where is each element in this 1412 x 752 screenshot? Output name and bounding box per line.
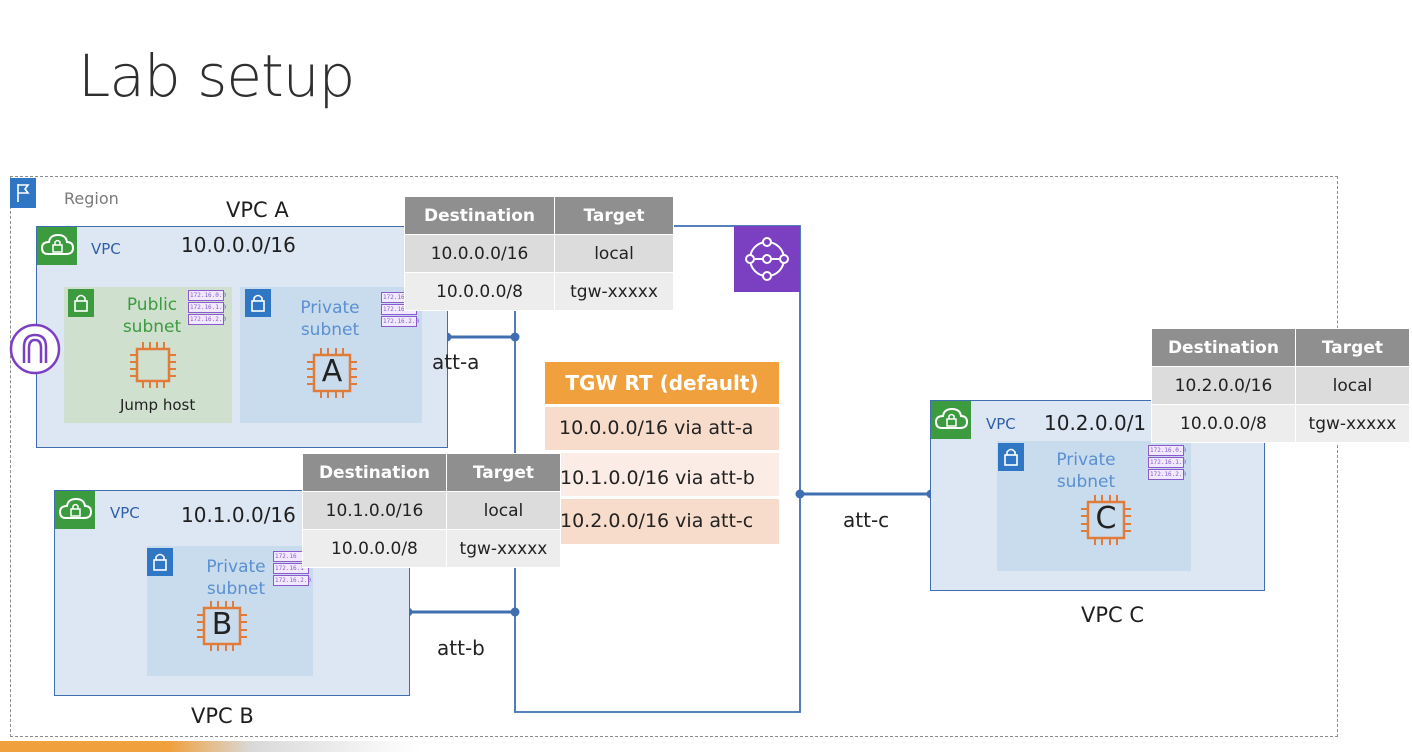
vpc-c-cidr: 10.2.0.0/1 <box>1044 411 1147 435</box>
region-flag-icon <box>10 178 36 208</box>
attachment-c-label: att-c <box>843 508 890 532</box>
rt-cell: 10.0.0.0/8 <box>302 529 447 568</box>
tgw-route-row: 10.1.0.0/16 via att-b <box>545 453 779 496</box>
lock-icon <box>998 443 1024 471</box>
ip-entry: 172.16.0.0 <box>1148 445 1187 456</box>
subnet-label-line1: Private <box>300 298 360 318</box>
ec2-instance-icon <box>1079 493 1133 551</box>
tgw-route-row: 10.0.0.0/16 via att-a <box>545 407 779 450</box>
subnet-label-line1: Private <box>1056 450 1116 470</box>
ip-entry: 172.16.2.0 <box>273 575 312 586</box>
vpc-cloud-icon <box>55 491 95 529</box>
region-label: Region <box>64 189 119 208</box>
instance-letter: B <box>211 607 233 642</box>
ip-address-list: 172.16.0.0 172.16.1.0 172.16.2.0 <box>381 292 420 328</box>
instance-letter: C <box>1095 501 1117 536</box>
tgw-route-row: 10.2.0.0/16 via att-c <box>545 499 779 544</box>
rt-cell: tgw-xxxxx <box>1294 404 1411 443</box>
subnet-label-line1: Public <box>126 295 178 315</box>
lock-icon <box>68 289 94 317</box>
vpc-a-cidr: 10.0.0.0/16 <box>181 233 296 257</box>
ip-entry: 172.16.2.0 <box>381 316 420 327</box>
vpc-cloud-icon <box>37 227 77 265</box>
slide-footer-bar <box>0 741 420 752</box>
ip-entry: 172.16.1.0 <box>188 302 227 313</box>
route-table-vpc-b: Destination Target 10.1.0.0/16 local 10.… <box>302 453 562 568</box>
rt-header-target: Target <box>1294 328 1411 367</box>
private-subnet-label: Private subnet <box>292 297 368 341</box>
internet-gateway-icon <box>9 323 61 379</box>
vpc-c-name: VPC C <box>1081 603 1145 627</box>
rt-cell: tgw-xxxxx <box>554 272 674 311</box>
rt-cell: 10.0.0.0/8 <box>403 272 556 311</box>
slide-title: Lab setup <box>78 42 355 110</box>
subnet-label-line2: subnet <box>206 579 266 599</box>
ec2-chip-icon <box>128 340 178 394</box>
rt-cell: local <box>554 234 674 273</box>
attachment-b-label: att-b <box>437 636 485 660</box>
ec2-instance-icon <box>195 599 249 657</box>
instance-letter: A <box>321 354 343 389</box>
vpc-b-cidr: 10.1.0.0/16 <box>181 503 296 527</box>
subnet-label-line2: subnet <box>122 317 182 337</box>
public-subnet-label: Public subnet <box>114 294 190 338</box>
vpc-b-name: VPC B <box>191 704 254 728</box>
private-subnet-label: Private subnet <box>1048 449 1124 493</box>
rt-header-target: Target <box>554 196 674 235</box>
rt-header-destination: Destination <box>302 453 447 492</box>
ip-entry: 172.16.1.0 <box>1148 457 1187 468</box>
rt-cell: local <box>445 491 562 530</box>
ip-address-list: 172.16.0.0 172.16.1.0 172.16.2.0 <box>188 290 227 326</box>
vpc-a-tag: VPC <box>91 240 121 258</box>
ip-address-list: 172.16 172.16.1 172.16.2.0 <box>273 551 312 587</box>
rt-header-target: Target <box>445 453 562 492</box>
ip-entry: 172.16.2.0 <box>188 314 227 325</box>
vpc-b-tag: VPC <box>110 504 140 522</box>
tgw-route-table-title: TGW RT (default) <box>545 362 779 404</box>
subnet-label-line2: subnet <box>300 320 360 340</box>
jump-host-label: Jump host <box>120 396 196 414</box>
lock-icon <box>245 289 271 317</box>
rt-cell: tgw-xxxxx <box>445 529 562 568</box>
lock-icon <box>147 548 173 576</box>
ip-entry: 172.16.2.0 <box>1148 469 1187 480</box>
subnet-label-line2: subnet <box>1056 472 1116 492</box>
rt-header-destination: Destination <box>1151 328 1296 367</box>
ip-entry: 172.16.1 <box>273 563 309 574</box>
ip-entry: 172.16.0.0 <box>188 290 227 301</box>
region-boundary <box>10 176 1338 737</box>
vpc-c-tag: VPC <box>986 415 1016 433</box>
rt-cell: 10.1.0.0/16 <box>302 491 447 530</box>
ip-address-list: 172.16.0.0 172.16.1.0 172.16.2.0 <box>1148 445 1187 481</box>
vpc-a-name: VPC A <box>226 198 289 222</box>
ec2-instance-icon <box>305 346 359 404</box>
private-subnet-label: Private subnet <box>198 556 274 600</box>
rt-cell: 10.0.0.0/8 <box>1151 404 1296 443</box>
rt-cell: 10.0.0.0/16 <box>403 234 556 273</box>
rt-cell: local <box>1294 366 1411 405</box>
attachment-a-label: att-a <box>432 350 480 374</box>
subnet-label-line1: Private <box>206 557 266 577</box>
rt-header-destination: Destination <box>403 196 556 235</box>
route-table-vpc-a: Destination Target 10.0.0.0/16 local 10.… <box>403 196 674 311</box>
route-table-vpc-c: Destination Target 10.2.0.0/16 local 10.… <box>1151 328 1411 443</box>
vpc-cloud-icon <box>931 401 971 439</box>
rt-cell: 10.2.0.0/16 <box>1151 366 1296 405</box>
transit-gateway-icon <box>734 226 800 292</box>
